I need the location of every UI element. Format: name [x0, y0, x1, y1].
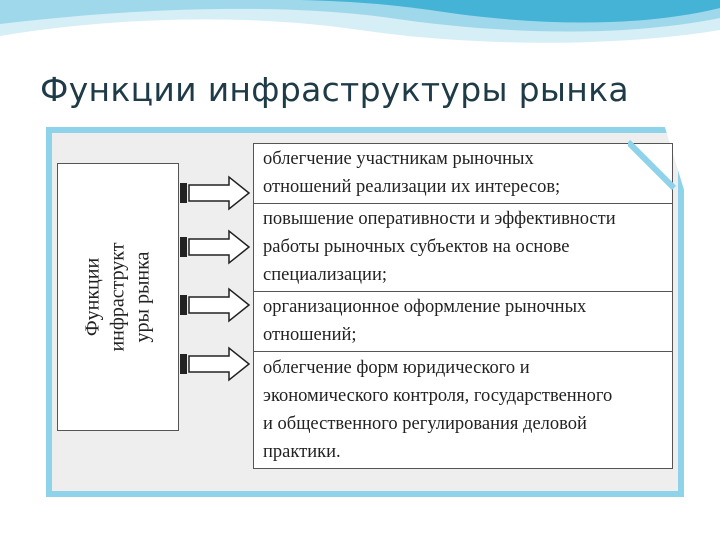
function-text-line: облегчение участникам рыночных: [263, 149, 534, 169]
arrow-right-icon: [180, 229, 251, 265]
arrow-right-icon: [180, 346, 251, 382]
arrow-right-icon: [180, 175, 251, 211]
function-text-line: работы рыночных субъектов на основе: [263, 237, 570, 257]
source-label-line: уры рынка: [131, 251, 154, 343]
header-wave-decoration: [0, 0, 720, 45]
function-text-line: облегчение форм юридического и: [263, 358, 530, 378]
function-divider: [253, 291, 673, 292]
arrow-right-icon: [180, 287, 251, 323]
slide-title: Функции инфраструктуры рынка: [40, 70, 629, 109]
function-text-line: повышение оперативности и эффективности: [263, 209, 616, 229]
function-text-line: отношений реализации их интересов;: [263, 177, 561, 197]
function-item-2: повышение оперативности и эффективности …: [253, 205, 673, 289]
frame-corner-cut: [628, 140, 676, 190]
function-item-1: облегчение участникам рыночных отношений…: [253, 145, 673, 201]
function-text-line: практики.: [263, 442, 341, 462]
function-text-line: организационное оформление рыночных: [263, 297, 587, 317]
function-text-line: отношений;: [263, 325, 357, 345]
source-label-line: инфраструкт: [106, 242, 129, 352]
function-divider: [253, 203, 673, 204]
functions-source-label: Функции инфраструкт уры рынка: [81, 177, 156, 417]
source-label-line: Функции: [81, 257, 104, 337]
functions-source-box: [57, 163, 179, 431]
functions-list-box: [253, 143, 673, 469]
function-text-line: специализации;: [263, 265, 387, 285]
function-item-3: организационное оформление рыночных отно…: [253, 293, 673, 349]
function-divider: [253, 351, 673, 352]
function-item-4: облегчение форм юридического и экономиче…: [253, 354, 673, 466]
function-text-line: и общественного регулирования деловой: [263, 414, 587, 434]
function-text-line: экономического контроля, государственног…: [263, 386, 613, 406]
